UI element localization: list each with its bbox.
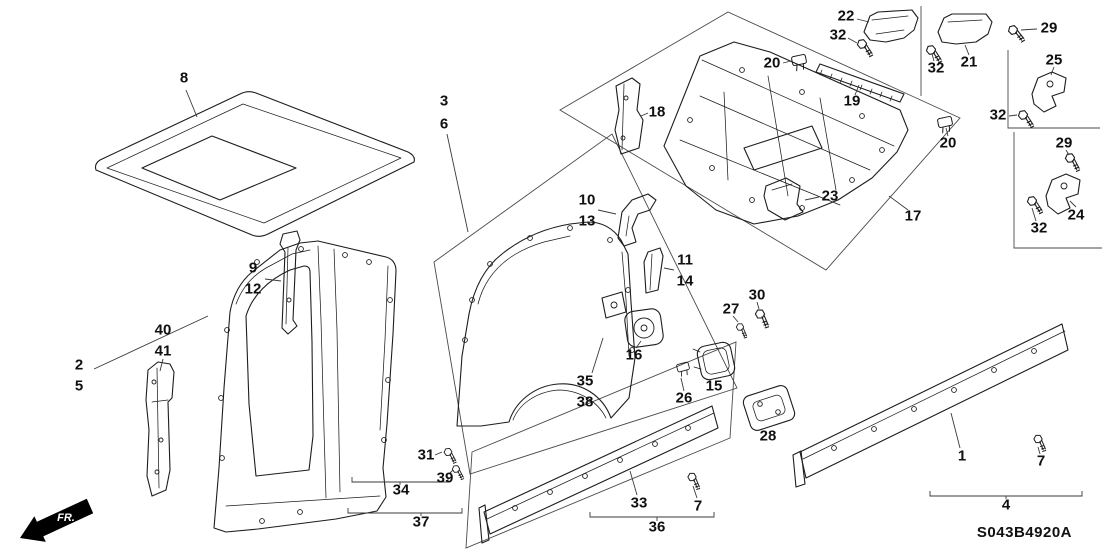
part-label-7-43: 7 [693,497,703,515]
bulkhead-bracket-18 [614,77,644,155]
part-label-39-38: 39 [436,469,454,487]
part-label-22-3: 22 [837,7,855,25]
bracket-10-13 [617,193,657,247]
fr-direction-indicator: FR. [20,498,94,542]
quarter-panel-group-box [433,133,738,475]
part-label-36-42: 36 [648,518,666,536]
part-label-4-46: 4 [1001,496,1011,514]
part-label-31-37: 31 [417,446,435,464]
fr-arrow-icon [20,498,94,542]
clamp-bracket-22 [863,9,919,43]
clamp-bracket-21 [937,13,993,45]
hook-bracket-24 [1045,173,1081,215]
bracket-11-14 [643,247,664,294]
front-pillar-stiffener [145,361,175,497]
part-label-20-13: 20 [939,134,957,152]
part-label-8-0: 8 [179,69,189,87]
part-label-11-21: 11 [677,251,693,269]
part-label-17-16: 17 [904,207,922,225]
part-label-35-32: 35 [576,372,594,390]
part-label-29-7: 29 [1040,19,1058,37]
part-label-7-45: 7 [1036,452,1046,470]
fastener-group-boundaries [920,6,1102,249]
hook-bracket-25 [1031,71,1067,113]
part-label-28-36: 28 [759,427,777,445]
part-label-33-41: 33 [630,494,648,512]
part-label-14-22: 14 [676,272,694,290]
leader-lines [93,18,1083,521]
rear-panel-group-box [559,11,961,271]
part-label-32-18: 32 [1030,219,1048,237]
part-label-20-9: 20 [763,54,781,72]
part-label-19-10: 19 [843,92,861,110]
sill-panel-right [792,323,1069,488]
part-label-32-11: 32 [989,106,1007,124]
part-label-34-39: 34 [392,481,410,499]
bulkhead-bracket-23 [763,177,804,221]
diagram-code: S043B4920A [976,524,1072,541]
part-label-25-8: 25 [1045,51,1063,69]
part-label-12-24: 12 [244,280,262,298]
part-label-32-4: 32 [829,26,847,44]
sill-panel-center [478,405,719,544]
part-label-26-35: 26 [675,389,693,407]
roof-panel [94,91,415,237]
part-label-41-28: 41 [154,342,172,360]
part-label-37-40: 37 [412,513,430,531]
part-label-5-30: 5 [74,377,84,395]
handle-bracket-28 [742,385,796,431]
part-label-38-33: 38 [576,393,594,411]
part-label-29-14: 29 [1055,134,1073,152]
fr-label: FR. [57,512,75,524]
part-label-40-27: 40 [154,321,172,339]
fuel-filler-adapter [624,308,664,348]
center-pillar-stiffener [279,230,301,335]
side-panel [213,240,397,533]
part-label-10-19: 10 [578,191,596,209]
rear-shelf-strip [815,63,905,103]
part-label-13-20: 13 [578,212,596,230]
part-label-24-17: 24 [1067,206,1085,224]
part-label-21-5: 21 [960,53,978,71]
part-label-30-25: 30 [748,286,766,304]
part-label-2-29: 2 [74,356,84,374]
part-label-3-1: 3 [439,92,449,110]
part-label-23-15: 23 [821,187,839,205]
part-label-6-2: 6 [439,115,449,133]
part-label-32-6: 32 [927,59,945,77]
center-sill-group-box [465,341,737,549]
part-label-16-31: 16 [625,346,643,364]
part-label-1-44: 1 [957,447,967,465]
quarter-panel [456,221,636,427]
part-label-18-12: 18 [648,103,666,121]
rear-panel [663,41,909,225]
fuel-filler-lid [692,341,736,381]
part-label-9-23: 9 [248,259,258,277]
part-label-27-26: 27 [722,300,740,318]
part-label-15-34: 15 [705,377,723,395]
